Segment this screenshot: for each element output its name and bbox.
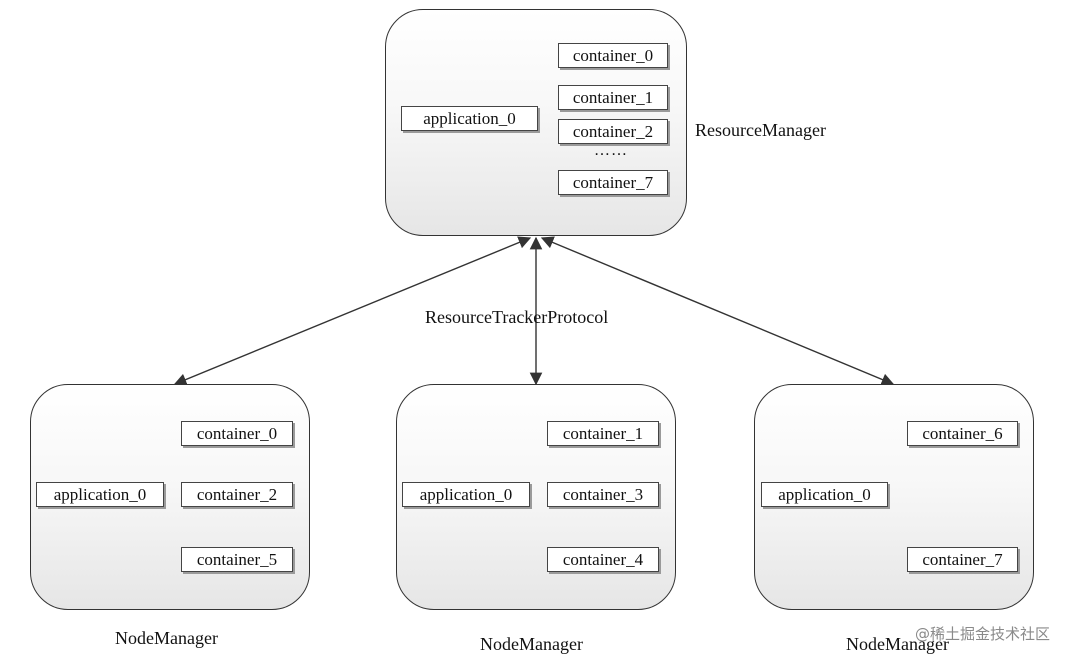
nm-container-label: container_4	[547, 547, 659, 572]
nm-container-label: container_0	[181, 421, 293, 446]
rm-container-label: container_2	[558, 119, 668, 144]
nm-application-label: application_0	[36, 482, 164, 507]
resource-manager-title: ResourceManager	[695, 120, 826, 140]
node-manager-title: NodeManager	[115, 628, 218, 648]
nm-container-label: container_6	[907, 421, 1018, 446]
watermark-text: @稀土掘金技术社区	[914, 625, 1050, 643]
node-manager-title: NodeManager	[480, 634, 583, 654]
protocol-label: ResourceTrackerProtocol	[425, 307, 609, 327]
arrow-rm-nm3	[540, 236, 895, 386]
nm-container-label: container_1	[547, 421, 659, 446]
rm-ellipsis: ……	[594, 142, 628, 159]
rm-application-label: application_0	[401, 106, 538, 131]
nm-container-label: container_5	[181, 547, 293, 572]
nm-application-label: application_0	[402, 482, 530, 507]
nm-container-label: container_7	[907, 547, 1018, 572]
rm-container-label: container_0	[558, 43, 668, 68]
nm-container-label: container_2	[181, 482, 293, 507]
nm-application-label: application_0	[761, 482, 888, 507]
rm-container-label: container_7	[558, 170, 668, 195]
node-manager-title: NodeManager	[846, 634, 949, 654]
nm-container-label: container_3	[547, 482, 659, 507]
rm-container-label: container_1	[558, 85, 668, 110]
arrow-rm-nm1	[173, 236, 532, 386]
